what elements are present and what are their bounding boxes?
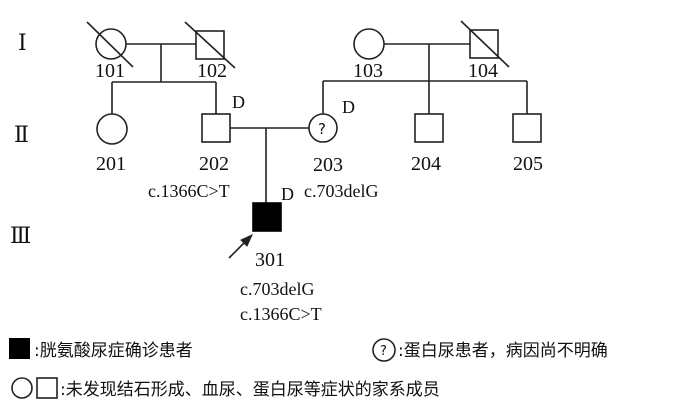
family-line-103-104 <box>322 43 528 114</box>
individual-label-201: 201 <box>96 153 126 175</box>
male-symbol-205 <box>512 113 542 143</box>
individual-label-101: 101 <box>95 60 125 82</box>
individual-label-202: 202 <box>199 153 229 175</box>
legend-item-unaffected: :未发现结石形成、血尿、蛋白尿等症状的家系成员 <box>11 377 440 400</box>
female-symbol-201 <box>96 113 128 145</box>
legend-affected-text: :胱氨酸尿症确诊患者 <box>34 341 193 361</box>
family-line-101-102 <box>111 43 217 114</box>
deceased-mark-101 <box>86 21 134 68</box>
deceased-mark-102 <box>184 21 236 69</box>
female-symbol-103 <box>353 28 385 60</box>
generation-label-2: Ⅱ <box>14 122 29 147</box>
generation-label-3: Ⅲ <box>10 223 31 248</box>
individual-301: D 301 c.703delG c.1366C>T <box>228 184 322 324</box>
variant-203: c.703delG <box>304 181 378 201</box>
individual-label-204: 204 <box>411 153 441 175</box>
female-symbol-101 <box>95 28 127 60</box>
legend-item-question: ? :蛋白尿患者，病因尚不明确 <box>372 338 608 362</box>
individual-label-205: 205 <box>513 153 543 175</box>
legend-item-affected: :胱氨酸尿症确诊患者 <box>9 338 193 361</box>
individual-label-301: 301 <box>255 249 285 271</box>
variant-301-b: c.1366C>T <box>240 304 322 324</box>
legend-question-symbol <box>372 338 396 362</box>
individual-104: 104 <box>460 20 510 82</box>
individual-201: 201 <box>96 113 128 175</box>
male-symbol-204 <box>414 113 444 143</box>
legend-unaffected-female-symbol <box>11 377 33 399</box>
marker-203: D <box>342 97 355 117</box>
individual-102: 102 <box>184 21 236 82</box>
deceased-mark-104 <box>460 20 510 68</box>
legend: :胱氨酸尿症确诊患者 ? :蛋白尿患者，病因尚不明确 :未发现结石形成、血尿、蛋… <box>9 338 608 400</box>
male-symbol-202 <box>201 113 231 143</box>
legend-unaffected-male-symbol <box>36 377 58 399</box>
individual-label-203: 203 <box>313 154 343 176</box>
generation-label-1: Ⅰ <box>18 30 27 55</box>
variant-202: c.1366C>T <box>148 181 230 201</box>
legend-unaffected-text: :未发现结石形成、血尿、蛋白尿等症状的家系成员 <box>60 380 440 400</box>
legend-affected-symbol <box>9 338 30 359</box>
individual-202: D 202 c.1366C>T <box>148 92 245 201</box>
individual-205: 205 <box>512 113 543 175</box>
individual-label-104: 104 <box>468 60 498 82</box>
individual-label-102: 102 <box>197 60 227 82</box>
legend-question-text: :蛋白尿患者，病因尚不明确 <box>398 341 608 361</box>
affected-male-symbol-301 <box>252 202 282 232</box>
individual-label-103: 103 <box>353 60 383 82</box>
legend-question-mark: ? <box>380 344 387 359</box>
marker-202: D <box>232 92 245 112</box>
variant-301-a: c.703delG <box>240 279 314 299</box>
proband-arrow <box>228 233 254 259</box>
individual-101: 101 <box>86 21 134 82</box>
question-mark-203: ? <box>318 120 326 138</box>
individual-204: 204 <box>411 113 444 175</box>
marker-301: D <box>281 184 294 204</box>
family-line-202-203 <box>230 127 309 203</box>
individual-103: 103 <box>353 28 385 82</box>
individual-203: ? D 203 c.703delG <box>304 97 378 201</box>
